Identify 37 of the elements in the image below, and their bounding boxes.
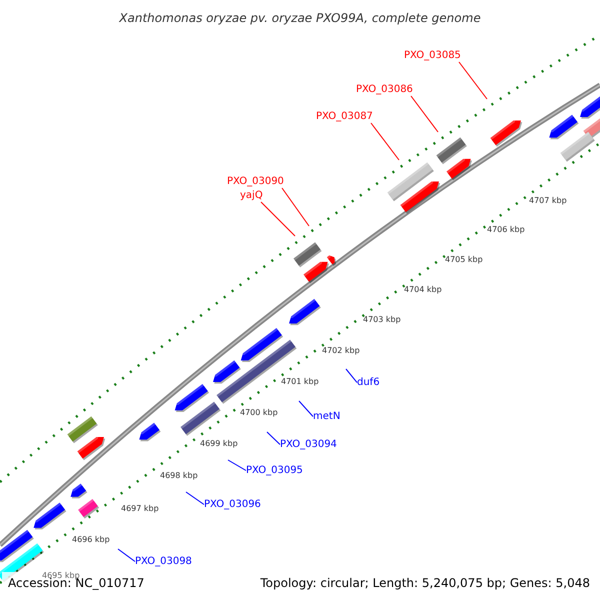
genome-summary: Topology: circular; Length: 5,240,075 bp; Genes: 5,048 [260,575,590,592]
leader-line [346,368,358,383]
scale-label: 4704 kbp [404,285,442,295]
gene-label: duf6 [357,376,380,389]
scale-label: 4700 kbp [240,408,278,418]
leader-line [260,202,296,236]
gene-label: PXO_03087 [316,110,373,123]
leader-line [228,460,246,471]
scale-label: 4705 kbp [445,255,483,265]
scale-label: 4702 kbp [322,346,360,356]
gene-label: PXO_03098 [135,555,192,568]
gene-label: PXO_03096 [204,498,261,511]
leader-line [458,62,488,100]
gene-label: metN [313,410,340,423]
leader-line [186,492,204,505]
gene-label: PXO_03085 [404,49,461,62]
gene-label: PXO_03094 [280,438,337,451]
gene-label: yajQ [240,189,263,202]
scale-label: 4695 kbp [42,571,80,580]
leader-line [266,432,280,445]
title: Xanthomonas oryzae pv. oryzae PXO99A, complete genome [118,10,482,27]
scale-label: 4696 kbp [72,535,110,545]
scale-label: 4697 kbp [121,504,159,514]
scale-label: 4699 kbp [200,439,238,449]
leader-line [298,400,314,417]
scale-label: 4698 kbp [160,471,198,481]
leader-line [282,188,310,226]
gene-label: PXO_03090 [227,175,284,188]
scale-label: 4703 kbp [363,315,401,325]
scale-label: 4701 kbp [281,377,319,387]
gene-label: PXO_03086 [356,83,413,96]
gene-label: PXO_03095 [246,464,303,477]
leader-line [118,548,136,562]
scale-label: 4706 kbp [487,225,525,235]
scale-label: 4707 kbp [529,196,567,206]
leader-line [370,122,400,160]
leader-line [410,96,438,132]
